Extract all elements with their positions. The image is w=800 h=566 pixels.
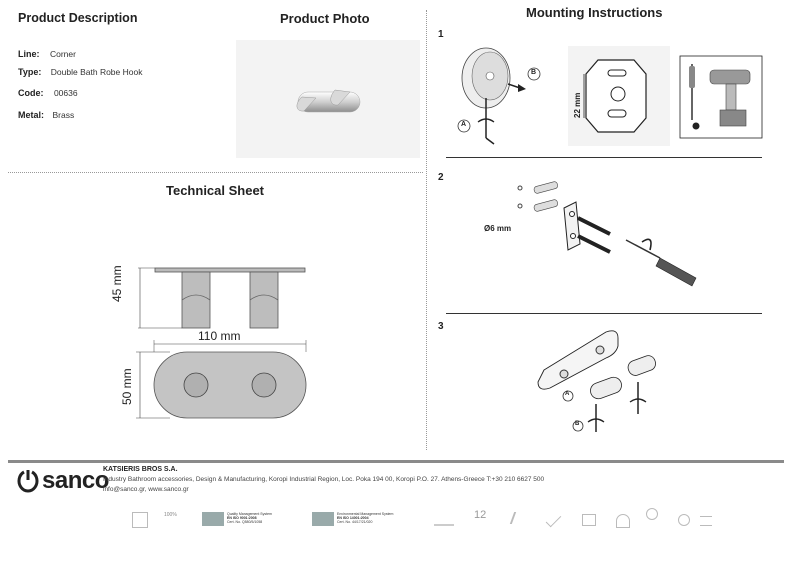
horizontal-divider-left bbox=[8, 172, 423, 173]
step-1-separator bbox=[446, 157, 762, 158]
step-2-illustration: Ø6 mm bbox=[480, 178, 740, 306]
brand-logo: sanco bbox=[16, 467, 109, 494]
technical-sheet-title-text: Technical Sheet bbox=[166, 183, 265, 198]
spec-value: 00636 bbox=[53, 88, 78, 98]
spec-row-metal: Metal: Brass bbox=[18, 105, 218, 123]
sanco-logo-icon bbox=[17, 470, 39, 493]
company-name: KATSIERIS BROS S.A. bbox=[103, 466, 178, 473]
step-3-label-b: B bbox=[575, 421, 580, 427]
step-3-svg bbox=[537, 330, 656, 432]
product-photo-image bbox=[296, 89, 361, 113]
dim-depth: 50 mm bbox=[120, 368, 134, 405]
cert-1-no: Cert. No. Q580/5/1058 bbox=[227, 520, 263, 524]
spec-row-line: Line: Corner bbox=[18, 44, 218, 62]
step-2-svg bbox=[517, 181, 697, 287]
badge-icon-arrows bbox=[582, 514, 596, 526]
step-1-label-b: B bbox=[531, 69, 537, 76]
vertical-divider bbox=[426, 10, 427, 450]
spec-label: Metal: bbox=[18, 110, 45, 120]
step-3-illustration: A B bbox=[530, 326, 670, 444]
step-1-number: 1 bbox=[438, 29, 444, 40]
step-3-number: 3 bbox=[438, 321, 444, 332]
step-2-dim: Ø6 mm bbox=[484, 224, 512, 233]
company-contact: info@sanco.gr, www.sanco.gr bbox=[103, 486, 189, 493]
spec-row-type: Type: Double Bath Robe Hook bbox=[18, 62, 218, 80]
technical-sheet-title: Technical Sheet bbox=[166, 183, 264, 198]
badge-icon-stripes bbox=[509, 512, 533, 524]
badge-icon-tap bbox=[616, 514, 630, 528]
technical-drawing bbox=[110, 260, 330, 430]
company-info: KATSIERIS BROS S.A. Industry Bathroom ac… bbox=[103, 466, 623, 493]
footer-rule bbox=[8, 460, 784, 463]
product-photo-title: Product Photo bbox=[280, 11, 370, 26]
cert-1-std: EN ISO 9001:2008 bbox=[227, 516, 257, 520]
step-1-dim: 22 mm bbox=[573, 92, 582, 118]
cert-2-std: EN ISO 14001:2004 bbox=[337, 516, 369, 520]
cert-2-seal bbox=[312, 512, 334, 526]
badge-icon-check bbox=[545, 511, 562, 528]
cert-1-title: Quality Management System bbox=[227, 512, 272, 516]
certification-badges: 100% Quality Management System EN ISO 90… bbox=[126, 508, 712, 534]
step-1-label-a: A bbox=[461, 121, 467, 128]
spec-value: Brass bbox=[52, 110, 75, 120]
step-3-label-a: A bbox=[565, 391, 570, 397]
badge-icon-wave bbox=[700, 516, 712, 526]
product-photo bbox=[236, 40, 420, 158]
spec-label: Type: bbox=[18, 67, 42, 77]
badge-icon-1 bbox=[132, 512, 148, 528]
spec-list: Line: Corner Type: Double Bath Robe Hook… bbox=[18, 44, 218, 123]
cert-2-title: Environmental Management System bbox=[337, 512, 394, 516]
spec-value: Corner bbox=[49, 49, 76, 59]
spec-value: Double Bath Robe Hook bbox=[50, 67, 143, 77]
cert-2: Environmental Management System EN ISO 1… bbox=[312, 512, 422, 526]
cert-2-text: Environmental Management System EN ISO 1… bbox=[337, 512, 393, 526]
brand-name: sanco bbox=[42, 467, 109, 494]
mounting-title: Mounting Instructions bbox=[526, 5, 663, 20]
badge-icon-sun bbox=[646, 508, 658, 520]
spec-label: Line: bbox=[18, 49, 40, 59]
company-address: Industry Bathroom accessories, Design & … bbox=[103, 476, 545, 483]
step-2-number: 2 bbox=[438, 172, 444, 183]
step-1-svg bbox=[457, 46, 763, 146]
step-2-separator bbox=[446, 313, 762, 314]
dim-height: 45 mm bbox=[110, 265, 124, 302]
cert-2-no: Cert. No. 44/17/21/020 bbox=[337, 520, 373, 524]
badge-icon-greek bbox=[434, 512, 454, 526]
cert-1: Quality Management System EN ISO 9001:20… bbox=[202, 512, 302, 526]
technical-drawing-svg bbox=[136, 267, 307, 419]
spec-label: Code: bbox=[18, 88, 44, 98]
dim-width: 110 mm bbox=[198, 329, 241, 343]
spec-row-code: Code: 00636 bbox=[18, 80, 218, 105]
step-1-illustration: A B 22 mm bbox=[448, 40, 768, 152]
badge-icon-swirl bbox=[678, 514, 690, 526]
badge-100: 100% bbox=[164, 512, 177, 518]
badge-12: 12 bbox=[474, 509, 487, 521]
cert-1-text: Quality Management System EN ISO 9001:20… bbox=[227, 512, 272, 526]
product-description-title: Product Description bbox=[18, 11, 138, 25]
cert-1-seal bbox=[202, 512, 224, 526]
